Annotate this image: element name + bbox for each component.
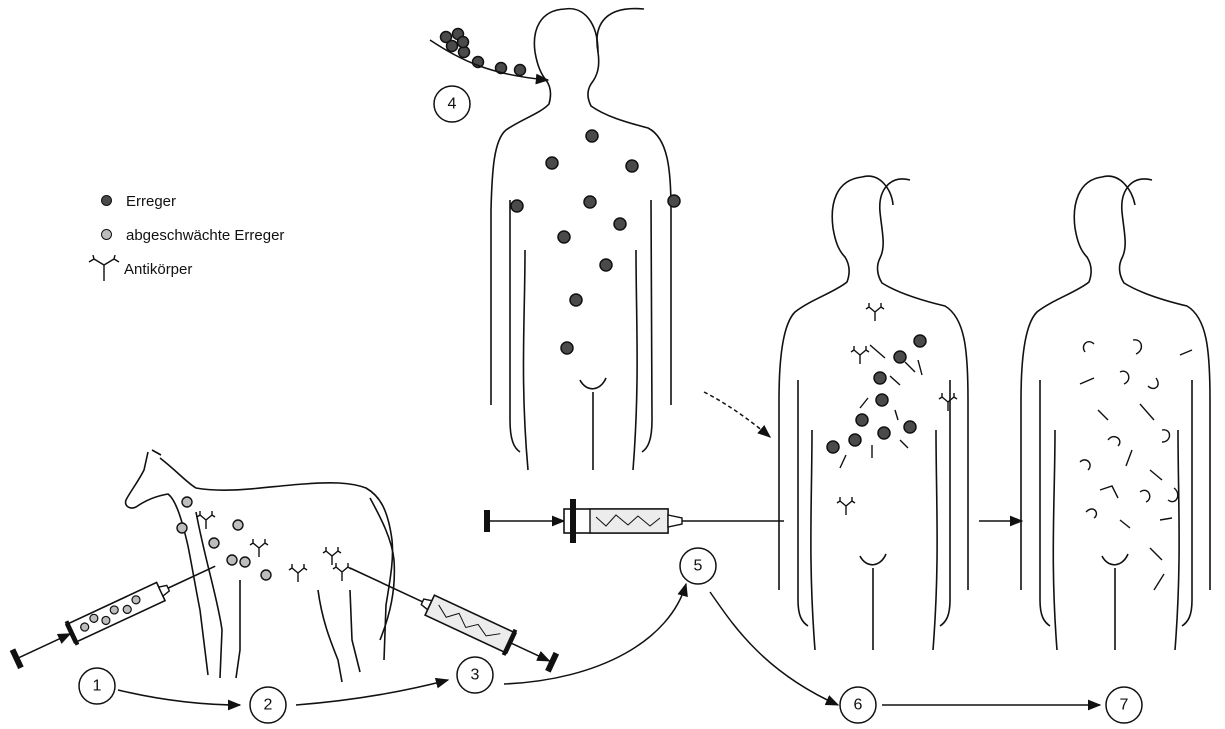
step-3-label: 3 (471, 667, 480, 684)
human-body-infected (491, 9, 671, 470)
flow-arrows (118, 40, 1100, 705)
weakened-pathogen-icon (94, 224, 126, 246)
step-markers (79, 86, 1142, 723)
pathogen-dots-body-infected (511, 130, 680, 354)
legend-item-antibody: Antikörper (84, 258, 192, 280)
legend-label-antibody: Antikörper (124, 261, 192, 278)
legend-item-pathogen: Erreger (94, 190, 176, 212)
antibody-icon (84, 258, 124, 280)
antibodies-body-treated (837, 303, 957, 515)
step-2-label: 2 (264, 697, 273, 714)
horse (126, 450, 395, 682)
human-body-immune (1021, 176, 1210, 650)
step-1-label: 1 (93, 678, 102, 695)
step-7-label: 7 (1120, 697, 1129, 714)
human-body-treated (779, 176, 968, 650)
step-4-label: 4 (448, 96, 457, 113)
syringe-serum-horse (344, 555, 561, 676)
step-5-label: 5 (694, 558, 703, 575)
syringe-vaccine-horse (9, 554, 221, 671)
legend-label-weakened-pathogen: abgeschwächte Erreger (126, 227, 284, 244)
antibody-fragments-body-immune (1080, 340, 1192, 590)
legend-label-pathogen: Erreger (126, 193, 176, 210)
bound-pathogens-body-treated (827, 335, 926, 468)
legend-item-weakened-pathogen: abgeschwächte Erreger (94, 224, 284, 246)
antibodies-horse (197, 511, 351, 582)
pathogen-icon (94, 190, 126, 212)
inhaled-pathogens (441, 29, 526, 76)
weakened-pathogens-horse (177, 497, 271, 580)
step-6-label: 6 (854, 697, 863, 714)
syringe-serum-human (484, 499, 784, 543)
